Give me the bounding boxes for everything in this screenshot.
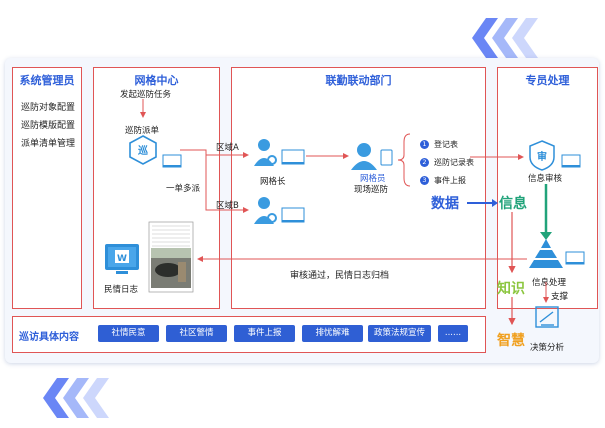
admin-item-order-list: 派单清单管理 — [21, 139, 76, 149]
admin-item-template-config: 巡防模版配置 — [21, 121, 76, 131]
linkage-panel: 联勤联动部门 — [231, 67, 486, 309]
data-word: 数据 — [431, 196, 459, 212]
content-button-more[interactable]: ...... — [438, 325, 468, 342]
form-number-badge: 1 — [420, 140, 429, 149]
data-to-info-arrowhead — [492, 199, 498, 207]
grid-center-title: 网格中心 — [134, 74, 179, 87]
form-label: 登记表 — [434, 140, 458, 149]
region-a-label: 区域A — [216, 143, 239, 153]
region-b-label: 区域B — [216, 201, 239, 211]
log-label: 民情日志 — [104, 285, 139, 295]
monitor-icon — [162, 154, 182, 168]
form-label: 事件上报 — [434, 176, 466, 185]
forms-bracket — [397, 133, 411, 187]
process-label: 信息处理 — [532, 278, 567, 288]
monitor-icon — [565, 251, 585, 265]
log-window-icon: W — [105, 244, 139, 274]
document-photo-image — [148, 221, 194, 293]
monitor-icon — [281, 207, 305, 223]
monitor-icon — [281, 149, 305, 165]
content-button-event-report[interactable]: 事件上报 — [234, 325, 295, 342]
pyramid-icon — [529, 239, 563, 268]
grid-member-label: 网格员 — [360, 174, 386, 184]
content-button-problem-solving[interactable]: 排忧解难 — [302, 325, 363, 342]
wisdom-word: 智慧 — [497, 333, 525, 349]
content-bar-title: 巡访具体内容 — [19, 332, 79, 343]
review-to-process-arrowhead — [540, 232, 552, 240]
form-number-badge: 2 — [420, 158, 429, 167]
linkage-title: 联勤联动部门 — [325, 74, 392, 87]
content-button-public-opinion[interactable]: 社情民意 — [98, 325, 159, 342]
dispatch-label: 巡防派单 — [125, 126, 160, 136]
dispatch-icon-glyph: 巡 — [138, 144, 148, 157]
svg-text:W: W — [117, 254, 127, 264]
review-shield-icon: 审 — [529, 140, 555, 171]
task-label: 发起巡防任务 — [120, 90, 172, 100]
form-number-badge: 3 — [420, 176, 429, 185]
specialist-title: 专员处理 — [525, 74, 570, 87]
chevron-decoration-bottom — [43, 378, 109, 418]
user-gear-icon — [254, 139, 277, 166]
admin-item-object-config: 巡防对象配置 — [21, 103, 76, 113]
form-label: 巡防记录表 — [434, 158, 474, 167]
user-gear-icon — [254, 197, 277, 224]
review-label: 信息审核 — [528, 174, 563, 184]
decision-label: 决策分析 — [530, 343, 565, 353]
return-note: 审核通过，民情日志归档 — [290, 271, 390, 281]
dispatch-arrow-b — [205, 155, 249, 213]
content-button-policy-promotion[interactable]: 政策法规宣传 — [368, 325, 431, 342]
info-word: 信息 — [499, 196, 527, 212]
tablet-icon — [380, 149, 393, 166]
chevron-decoration-top — [472, 18, 538, 58]
review-icon-glyph: 审 — [537, 150, 547, 163]
knowledge-word: 知识 — [497, 281, 525, 297]
content-button-community-police[interactable]: 社区警情 — [166, 325, 227, 342]
monitor-icon — [561, 154, 581, 168]
admin-panel: 系统管理员 — [12, 67, 82, 309]
multi-dispatch-label: 一单多派 — [166, 184, 201, 194]
support-label: 支撑 — [551, 292, 569, 302]
grid-member-icon — [351, 143, 377, 170]
dispatch-arrow-a — [180, 149, 249, 158]
field-patrol-label: 现场巡防 — [354, 185, 389, 195]
admin-panel-title: 系统管理员 — [19, 74, 75, 87]
specialist-panel: 专员处理 — [497, 67, 598, 309]
grid-leader-label: 网格长 — [260, 177, 286, 187]
dispatch-icon: 巡 — [129, 135, 157, 165]
decision-icon — [535, 306, 559, 328]
